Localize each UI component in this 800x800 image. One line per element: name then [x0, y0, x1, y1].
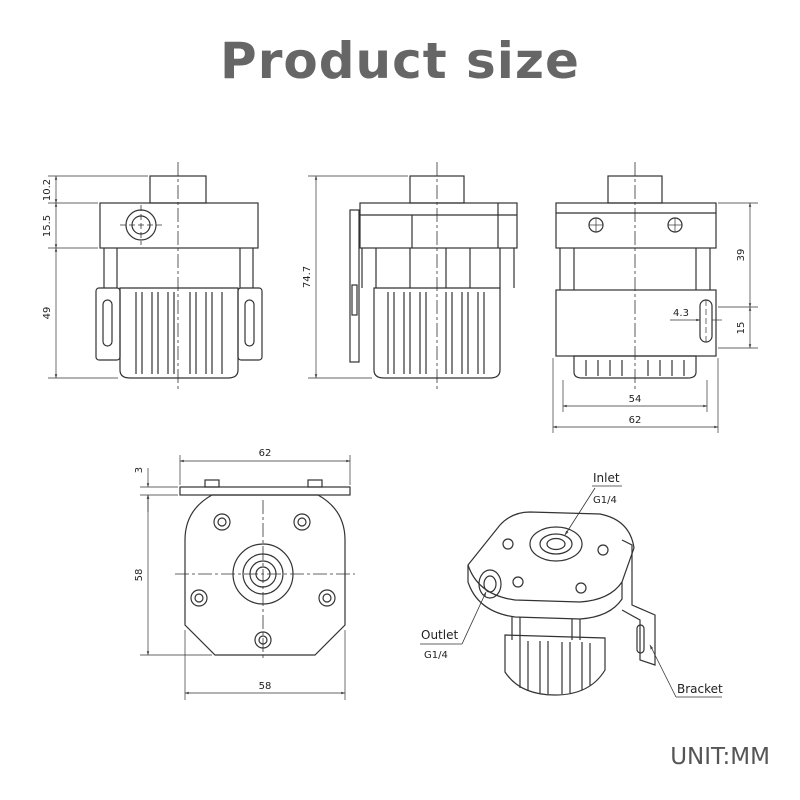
side-dim-height: 74.7 — [302, 266, 313, 288]
front-dim-flange: 15.5 — [42, 215, 53, 237]
front-dim-body: 49 — [42, 307, 53, 320]
bottom-bracket-tab-left — [204, 479, 220, 488]
bottom-dim-height: 58 — [134, 569, 145, 582]
unit-label: UNIT:MM — [670, 744, 770, 770]
front-flange — [99, 202, 259, 249]
rear-dim-upper: 39 — [736, 249, 747, 262]
iso-inlet-thread: G1/4 — [593, 495, 617, 506]
side-flange — [359, 202, 518, 249]
side-view — [308, 162, 518, 392]
iso-motor-body — [504, 634, 606, 696]
iso-outlet-port — [478, 569, 502, 599]
bottom-hole-3 — [190, 589, 208, 607]
rear-flange — [555, 202, 717, 249]
rear-motor-bottom — [573, 355, 697, 379]
bottom-bracket-plate — [179, 486, 351, 496]
front-right-slot — [244, 299, 255, 347]
iso-bracket — [621, 539, 656, 666]
iso-plate-side — [467, 565, 623, 620]
bottom-view — [140, 455, 355, 700]
front-left-slot — [102, 299, 113, 347]
iso-bracket-label: Bracket — [677, 682, 723, 696]
rear-bracket-plate — [555, 289, 717, 357]
side-motor-body — [373, 287, 501, 379]
iso-outlet-label: Outlet — [421, 628, 458, 642]
bottom-body-outline — [184, 494, 346, 656]
bottom-hole-1 — [213, 513, 231, 531]
side-bracket-plate — [349, 209, 360, 363]
page-title: Product size — [220, 32, 580, 90]
front-view — [48, 162, 263, 392]
rear-view — [552, 162, 758, 433]
front-motor-body — [119, 287, 239, 379]
bottom-dim-plate-thickness: 3 — [134, 467, 145, 473]
rear-dim-outer-width: 62 — [629, 415, 642, 426]
rear-dim-inner-width: 54 — [629, 394, 642, 405]
rear-dim-slot: 15 — [736, 322, 747, 335]
bottom-hole-2 — [293, 513, 311, 531]
bottom-dim-plate-width: 62 — [259, 448, 272, 459]
side-bracket-slot — [351, 284, 358, 316]
bottom-hole-4 — [318, 589, 336, 607]
front-right-bracket — [237, 287, 263, 361]
front-dim-top: 10.2 — [42, 179, 53, 201]
iso-inlet-label: Inlet — [593, 471, 620, 485]
iso-top-plate — [467, 511, 635, 603]
iso-outlet-thread: G1/4 — [424, 650, 448, 661]
isometric-view — [420, 485, 722, 698]
rear-dim-slot-width: 4.3 — [673, 308, 689, 319]
bottom-dim-width: 58 — [259, 681, 272, 692]
front-left-bracket — [95, 287, 121, 361]
iso-bracket-slot — [636, 624, 645, 654]
iso-inlet-boss — [529, 526, 583, 562]
bottom-bracket-tab-right — [307, 479, 323, 488]
